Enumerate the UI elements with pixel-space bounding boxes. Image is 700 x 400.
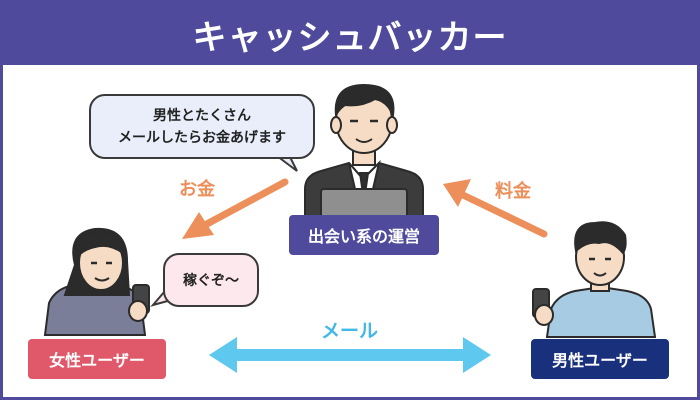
male-user-figure <box>532 221 657 338</box>
female-user-tag: 女性ユーザー <box>28 339 166 379</box>
operator-tag-label: 出会い系の運営 <box>307 227 420 246</box>
operator-figure <box>304 83 424 230</box>
female-speech-text: 稼ぐぞ〜 <box>183 273 239 289</box>
diagram-artwork <box>43 83 657 373</box>
operator-speech-line-1: 男性とたくさん <box>153 107 251 124</box>
money-label: お金 <box>179 179 215 200</box>
male-user-tag-label: 男性ユーザー <box>552 351 648 370</box>
arrow-mail-bidirectional <box>209 337 491 373</box>
arrow-money-to-female <box>182 178 289 239</box>
arrow-fee-to-operator <box>443 179 548 238</box>
operator-tag: 出会い系の運営 <box>289 215 439 255</box>
title-banner: キャッシュバッカー <box>3 3 697 65</box>
female-speech-bubble: 稼ぐぞ〜 <box>163 253 259 307</box>
operator-speech-line-2: メールしたらお金あげます <box>118 129 286 146</box>
mail-label: メール <box>321 320 379 342</box>
male-user-tag: 男性ユーザー <box>531 339 669 379</box>
operator-speech-bubble: 男性とたくさん メールしたらお金あげます <box>89 94 315 159</box>
female-user-tag-label: 女性ユーザー <box>49 351 145 370</box>
page-title: キャッシュバッカー <box>192 17 508 58</box>
fee-label: 料金 <box>495 181 531 202</box>
female-user-figure <box>43 227 150 336</box>
